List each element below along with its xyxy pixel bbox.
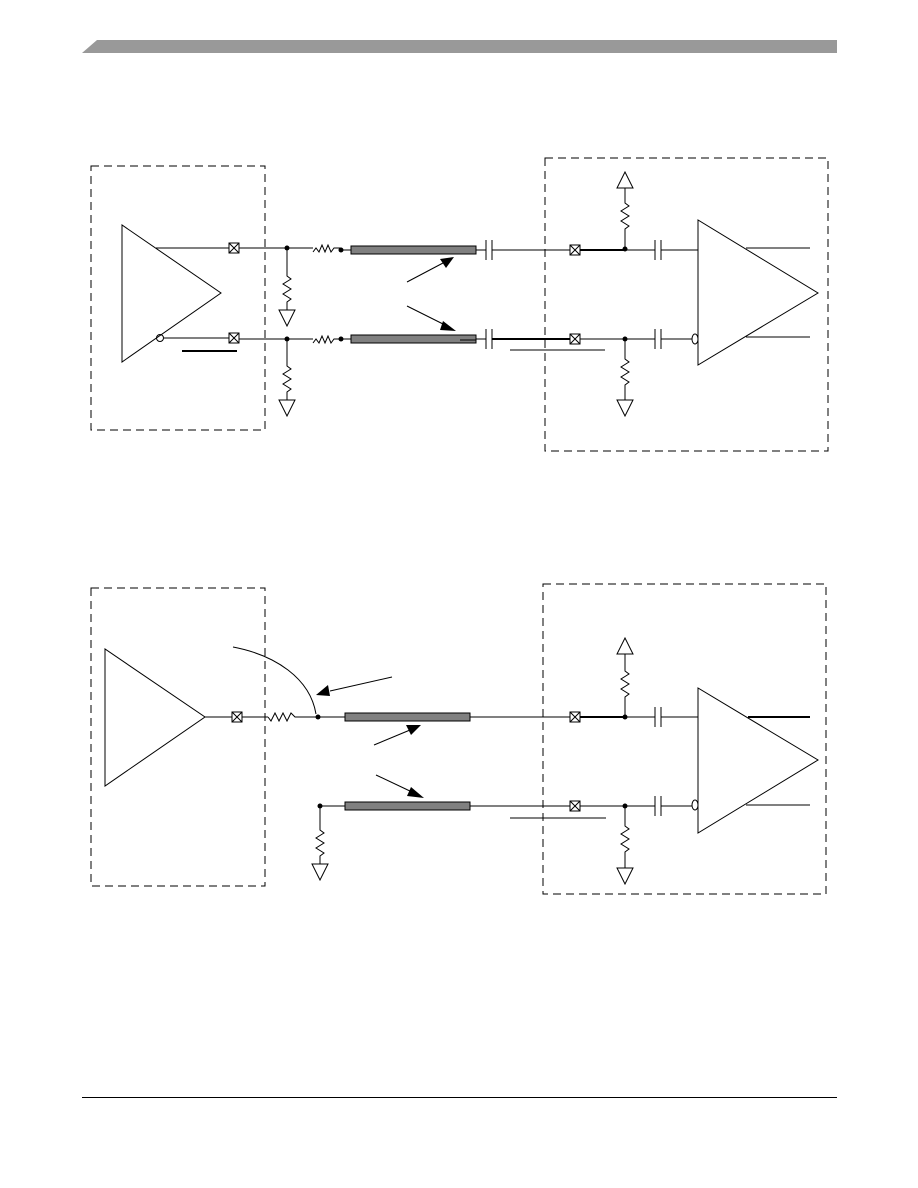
resistor-icon (620, 822, 630, 868)
ground-icon (616, 867, 634, 886)
driver-box (90, 165, 266, 431)
pin-icon (569, 800, 581, 812)
inverting-input-bubble (691, 333, 699, 345)
differential-receiver-symbol (691, 219, 819, 366)
figure-differential (90, 157, 829, 452)
resistor-icon (620, 654, 630, 701)
footer-rule (82, 1097, 837, 1098)
single-ended-driver-symbol (104, 648, 206, 787)
resistor-icon (282, 362, 292, 400)
transmission-line (350, 334, 477, 344)
resistor-icon (315, 826, 325, 864)
pin-icon (231, 711, 243, 723)
pin-icon (228, 242, 240, 254)
arrow-icon (440, 257, 454, 268)
pin-icon (228, 332, 240, 344)
arrow-icon (440, 321, 456, 331)
figure-single-ended (90, 583, 827, 895)
transmission-line (344, 712, 471, 722)
resistor-icon (312, 243, 341, 254)
inverting-output-bubble (156, 334, 164, 342)
header-bar (82, 40, 837, 53)
inverting-input-bubble (691, 799, 699, 811)
ground-icon (311, 863, 329, 882)
arrow-icon (406, 725, 421, 735)
header-band (82, 40, 837, 53)
arrow-icon (316, 685, 330, 696)
ground-icon (278, 399, 296, 418)
receiver-box (542, 583, 827, 895)
differential-receiver-symbol (691, 687, 819, 834)
supply-icon (616, 636, 634, 655)
resistor-icon (282, 272, 292, 310)
driver-box (90, 587, 266, 887)
ground-icon (278, 309, 296, 328)
resistor-icon (312, 334, 341, 345)
pin-icon (569, 244, 581, 256)
pin-icon (569, 711, 581, 723)
pin-icon (569, 333, 581, 345)
curve-icon (232, 646, 317, 715)
differential-driver-symbol (121, 224, 222, 363)
resistor-icon (267, 711, 318, 723)
transmission-line (344, 801, 471, 811)
transmission-line (350, 245, 477, 255)
supply-icon (616, 170, 634, 189)
receiver-box (544, 157, 829, 452)
ground-icon (616, 399, 634, 418)
arrow-icon (407, 787, 424, 798)
resistor-icon (620, 355, 630, 400)
resistor-icon (620, 188, 630, 233)
